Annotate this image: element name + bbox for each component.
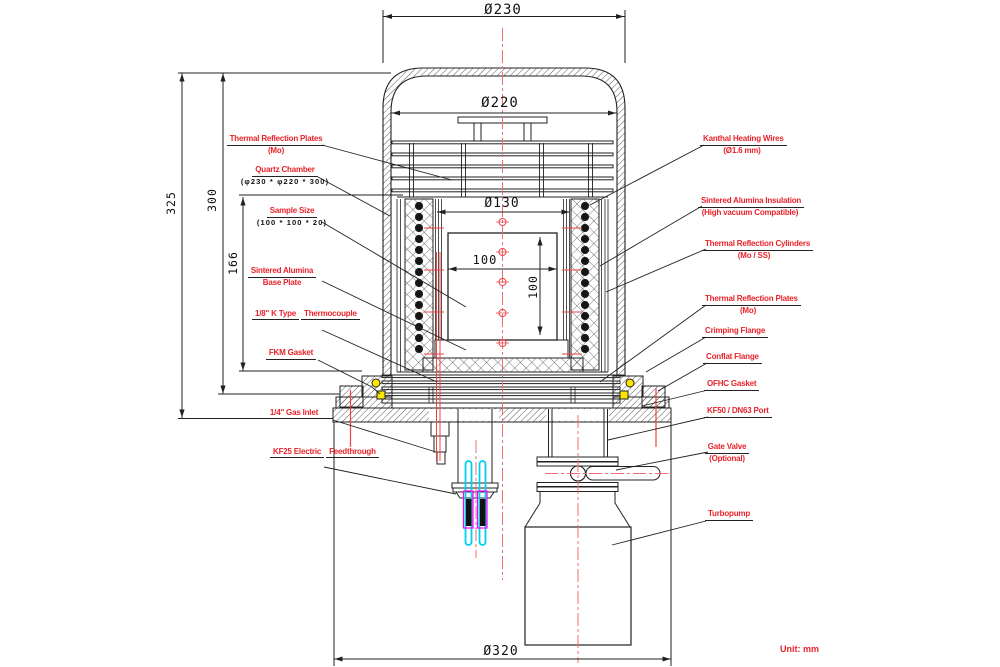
quartz-chamber-dome (382, 67, 626, 376)
label-thermal-reflection-plates-right: Thermal Reflection Plates (Mo) (702, 294, 801, 316)
unit-note: Unit: mm (780, 644, 819, 654)
label-crimping-flange: Crimping Flange (702, 326, 769, 338)
label-sample-size: Sample Size (100 * 100 * 20) (250, 206, 334, 228)
label-sintered-alumina-base-plate: Sintered Alumina Base Plate (240, 266, 324, 288)
label-title: Crimping Flange (702, 326, 769, 338)
label-title: FKM Gasket (265, 348, 317, 360)
dimension-lines (178, 10, 671, 662)
inner-liners (435, 199, 570, 358)
label-gas-inlet: 1/4" Gas Inlet (262, 408, 326, 419)
kf25-feedthrough (451, 409, 499, 546)
dim-outer-diameter: Ø230 (484, 2, 522, 18)
label-sintered-alumina-insulation: Sintered Alumina Insulation (High vacuum… (698, 196, 805, 218)
label-title: 1/8" K Type (252, 309, 300, 320)
label-conflat-flange: Conflat Flange (703, 352, 762, 364)
label-title: Thermal Reflection Plates (702, 294, 801, 306)
label-kf25-feedthrough: KF25 Electric Feedthrough (270, 446, 379, 458)
label-subtitle: Thermocouple (301, 309, 360, 320)
feedthrough-connector-magenta (462, 490, 474, 529)
dim-cavity-height: 166 (226, 251, 240, 275)
label-quartz-chamber: Quartz Chamber (φ230 * φ220 * 300) (231, 165, 339, 187)
label-title: Turbopump (704, 509, 754, 521)
label-subtitle: Base Plate (262, 278, 302, 287)
label-title: Sample Size (266, 206, 318, 218)
fkm-gasket-left (371, 378, 381, 388)
dim-cavity-diameter: Ø130 (484, 196, 520, 211)
label-fkm-gasket: FKM Gasket (260, 348, 322, 360)
label-subtitle: (High vacuum Compatible) (701, 208, 799, 217)
label-subtitle: (Mo) (267, 146, 285, 155)
flanges (335, 375, 670, 409)
fkm-gasket-right (625, 378, 635, 388)
label-ofhc-gasket: OFHC Gasket (704, 379, 760, 391)
label-subtitle: (Optional) (709, 454, 745, 463)
label-title: OFHC Gasket (704, 379, 760, 391)
gate-valve (536, 465, 661, 492)
label-title: Sintered Alumina (247, 266, 317, 278)
label-subtitle: (Mo / SS) (737, 251, 771, 260)
label-subtitle: (Ø1.6 mm) (723, 146, 761, 155)
label-turbopump: Turbopump (704, 509, 754, 521)
dim-total-height: 325 (164, 191, 178, 215)
label-subtitle: (100 * 100 * 20) (256, 218, 328, 227)
label-title: KF50 / DN63 Port (704, 406, 772, 418)
label-title: Thermal Reflection Plates (226, 134, 326, 146)
thermal-reflection-cylinders (396, 199, 609, 372)
label-title: Sintered Alumina Insulation (698, 196, 805, 208)
label-thermocouple: 1/8" K Type Thermocouple (252, 308, 360, 320)
label-title: Kanthal Heating Wires (700, 134, 787, 146)
centerlines (475, 28, 672, 663)
dim-sample-height: 100 (526, 275, 540, 299)
dim-chamber-height: 300 (205, 188, 219, 212)
label-title: Gate Valve (704, 442, 750, 454)
label-title: Quartz Chamber (252, 165, 318, 177)
label-title: Conflat Flange (703, 352, 762, 364)
dim-base-diameter: Ø320 (483, 644, 519, 659)
label-title: KF25 Electric (270, 447, 325, 458)
label-gate-valve: Gate Valve (Optional) (704, 442, 750, 464)
leader-lines (317, 144, 709, 546)
label-thermal-reflection-plates-left: Thermal Reflection Plates (Mo) (226, 134, 326, 156)
label-subtitle: (Mo) (739, 306, 757, 315)
label-kanthal-heating-wires: Kanthal Heating Wires (Ø1.6 mm) (700, 134, 787, 156)
label-subtitle: (φ230 * φ220 * 300) (240, 177, 330, 186)
bottom-chamber (333, 422, 672, 666)
thermocouple-line (436, 252, 441, 461)
feedthrough-connector-magenta (476, 490, 488, 529)
label-subtitle: Feedthrough (326, 447, 379, 458)
dim-inner-diameter: Ø220 (481, 95, 519, 111)
label-thermal-reflection-cylinders: Thermal Reflection Cylinders (Mo / SS) (702, 239, 814, 261)
red-markers (349, 218, 657, 447)
bottom-reflection-plates (381, 374, 621, 404)
label-title: Thermal Reflection Cylinders (702, 239, 814, 251)
label-title: 1/4" Gas Inlet (269, 408, 319, 417)
dim-sample-width: 100 (472, 253, 498, 267)
label-kf50-dn63-port: KF50 / DN63 Port (704, 406, 772, 418)
